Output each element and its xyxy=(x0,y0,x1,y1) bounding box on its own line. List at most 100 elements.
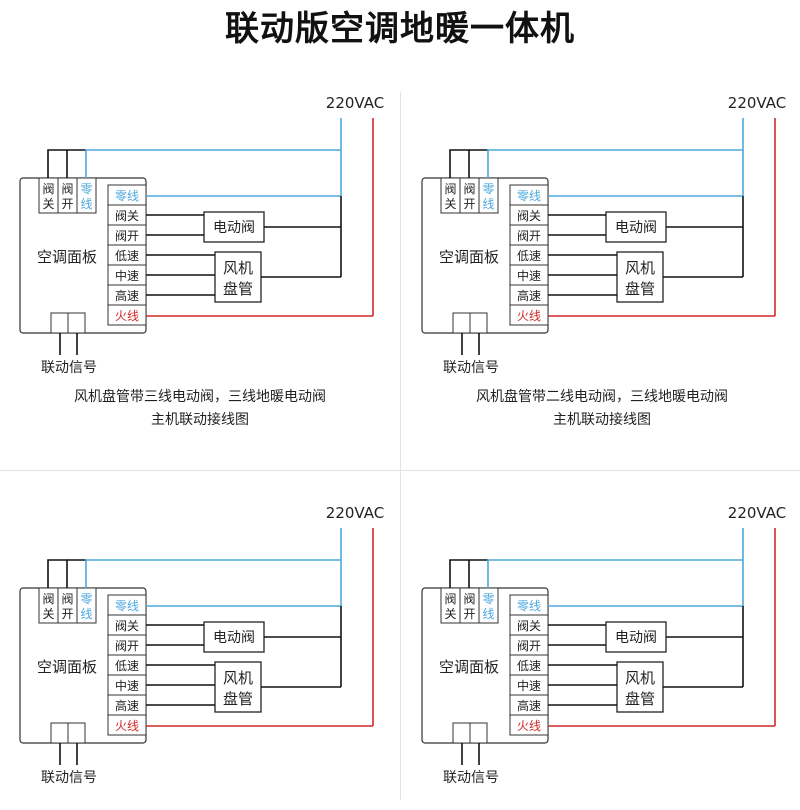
fan-coil-label: 风机 xyxy=(223,259,253,277)
fan-coil-wiring xyxy=(548,196,744,296)
controller-label: 空调面板 xyxy=(37,658,97,676)
top-terminal-label: 阀 xyxy=(42,592,54,606)
fan-coil-box xyxy=(214,251,262,303)
fan-coil-wiring xyxy=(146,606,342,706)
top-terminal-label: 开 xyxy=(61,197,73,211)
electric-valve-label: 电动阀 xyxy=(213,220,255,236)
terminal-label: 阀开 xyxy=(115,639,139,653)
terminal-label: 阀开 xyxy=(517,639,541,653)
electric-valve-box xyxy=(203,211,265,243)
fan-coil-wiring xyxy=(548,606,744,706)
top-terminal-label: 关 xyxy=(444,607,456,621)
terminal-label: 高速 xyxy=(115,288,139,303)
link-signal-label: 联动信号 xyxy=(443,770,499,786)
wiring-diagram: 220VAC 空调面板 阀 关 阀 开 零 线 xyxy=(0,410,400,810)
controller-label: 空调面板 xyxy=(37,248,97,266)
terminal-label: 中速 xyxy=(115,678,139,693)
fan-coil-box xyxy=(214,661,262,713)
valve-wiring xyxy=(146,214,341,236)
top-terminal-label: 零 xyxy=(80,182,92,196)
fan-coil-label: 风机 xyxy=(625,669,655,687)
fan-coil-label: 风机 xyxy=(625,259,655,277)
diagram-caption: 风机盘管带二线电动阀，三线地暖电动阀 主机联动接线图 xyxy=(402,386,800,432)
terminal-label: 中速 xyxy=(517,268,541,283)
supply-label: 220VAC xyxy=(326,504,384,522)
terminal-label: 火线 xyxy=(517,719,541,733)
terminal-label: 零线 xyxy=(517,189,541,203)
top-terminal-wiring xyxy=(47,559,86,588)
fan-coil-box xyxy=(616,661,664,713)
top-terminal-label: 线 xyxy=(482,607,494,621)
supply-label: 220VAC xyxy=(728,94,786,112)
link-signal-label: 联动信号 xyxy=(443,360,499,376)
link-terminal xyxy=(67,722,86,744)
terminal-label: 阀关 xyxy=(517,209,541,223)
top-terminal-block: 阀 关 阀 开 零 线 xyxy=(440,587,499,624)
electric-valve-box xyxy=(203,621,265,653)
terminal-label: 低速 xyxy=(115,659,139,673)
page-title: 联动版空调地暖一体机 xyxy=(225,9,575,49)
terminal-label: 零线 xyxy=(115,599,139,613)
electric-valve-label: 电动阀 xyxy=(213,630,255,646)
top-terminal-label: 开 xyxy=(463,607,475,621)
link-terminal xyxy=(452,722,471,744)
terminal-label: 零线 xyxy=(115,189,139,203)
top-terminal-label: 线 xyxy=(482,197,494,211)
top-terminal-label: 阀 xyxy=(61,182,73,196)
terminal-label: 高速 xyxy=(115,698,139,713)
supply-label: 220VAC xyxy=(326,94,384,112)
link-terminal xyxy=(50,312,69,334)
top-neutral-wire xyxy=(487,149,743,178)
terminal-label: 阀开 xyxy=(517,229,541,243)
electric-valve-box xyxy=(605,621,667,653)
wiring-diagram: 220VAC 空调面板 阀 关 阀 开 零 线 xyxy=(0,0,400,428)
supply-label: 220VAC xyxy=(728,504,786,522)
controller-label: 空调面板 xyxy=(439,248,499,266)
terminal-label: 阀关 xyxy=(115,619,139,633)
terminal-label: 高速 xyxy=(517,698,541,713)
fan-coil-wiring xyxy=(146,196,342,296)
top-terminal-label: 线 xyxy=(80,607,92,621)
top-terminal-wiring xyxy=(449,559,488,588)
wiring-svg: 220VAC 空调面板 阀 关 阀 开 零 线 xyxy=(19,94,384,376)
valve-bridge-wire xyxy=(47,559,68,588)
terminal-strip: 零线 阀关 阀开 低速 中速 高速 火线 xyxy=(509,184,549,326)
electric-valve-label: 电动阀 xyxy=(615,630,657,646)
top-terminal-block: 阀 关 阀 开 零 线 xyxy=(440,177,499,214)
terminal-strip: 零线 阀关 阀开 低速 中速 高速 火线 xyxy=(107,594,147,736)
terminal-live xyxy=(107,304,147,326)
caption-line-2: 主机联动接线图 xyxy=(151,412,249,428)
terminal-live xyxy=(107,714,147,736)
top-terminal-wiring xyxy=(449,149,488,178)
valve-bridge-wire xyxy=(449,149,470,178)
terminal-label: 低速 xyxy=(517,659,541,673)
wiring-svg: 220VAC 空调面板 阀 关 阀 开 零 线 xyxy=(19,504,384,786)
wiring-diagram: 220VAC 空调面板 阀 关 阀 开 零 线 xyxy=(402,410,800,810)
diagram-caption: 风机盘管带三线电动阀，三线地暖电动阀 主机联动接线图 xyxy=(0,386,400,432)
link-terminal xyxy=(67,312,86,334)
top-terminal-label: 关 xyxy=(42,607,54,621)
terminal-label: 火线 xyxy=(115,309,139,323)
top-terminal-label: 开 xyxy=(463,197,475,211)
top-terminal-wiring xyxy=(47,149,86,178)
caption-line-1: 风机盘管带二线电动阀，三线地暖电动阀 xyxy=(476,389,728,405)
fan-coil-label: 盘管 xyxy=(625,690,655,708)
top-terminal-label: 零 xyxy=(482,182,494,196)
link-signal-label: 联动信号 xyxy=(41,770,97,786)
terminal-live xyxy=(509,714,549,736)
horizontal-divider xyxy=(0,470,800,471)
terminal-live xyxy=(509,304,549,326)
terminal-label: 阀关 xyxy=(115,209,139,223)
top-terminal-block: 阀 关 阀 开 零 线 xyxy=(38,587,97,624)
top-terminal-label: 关 xyxy=(444,197,456,211)
caption-line-1: 风机盘管带三线电动阀，三线地暖电动阀 xyxy=(74,389,326,405)
fan-coil-label: 盘管 xyxy=(223,280,253,298)
top-terminal-label: 线 xyxy=(80,197,92,211)
terminal-label: 低速 xyxy=(115,249,139,263)
top-terminal-label: 阀 xyxy=(444,182,456,196)
top-neutral-wire xyxy=(85,149,341,178)
terminal-label: 火线 xyxy=(115,719,139,733)
wiring-diagram: 220VAC 空调面板 阀 关 阀 开 零 线 xyxy=(402,0,800,428)
fan-coil-label: 盘管 xyxy=(625,280,655,298)
terminal-label: 阀开 xyxy=(115,229,139,243)
